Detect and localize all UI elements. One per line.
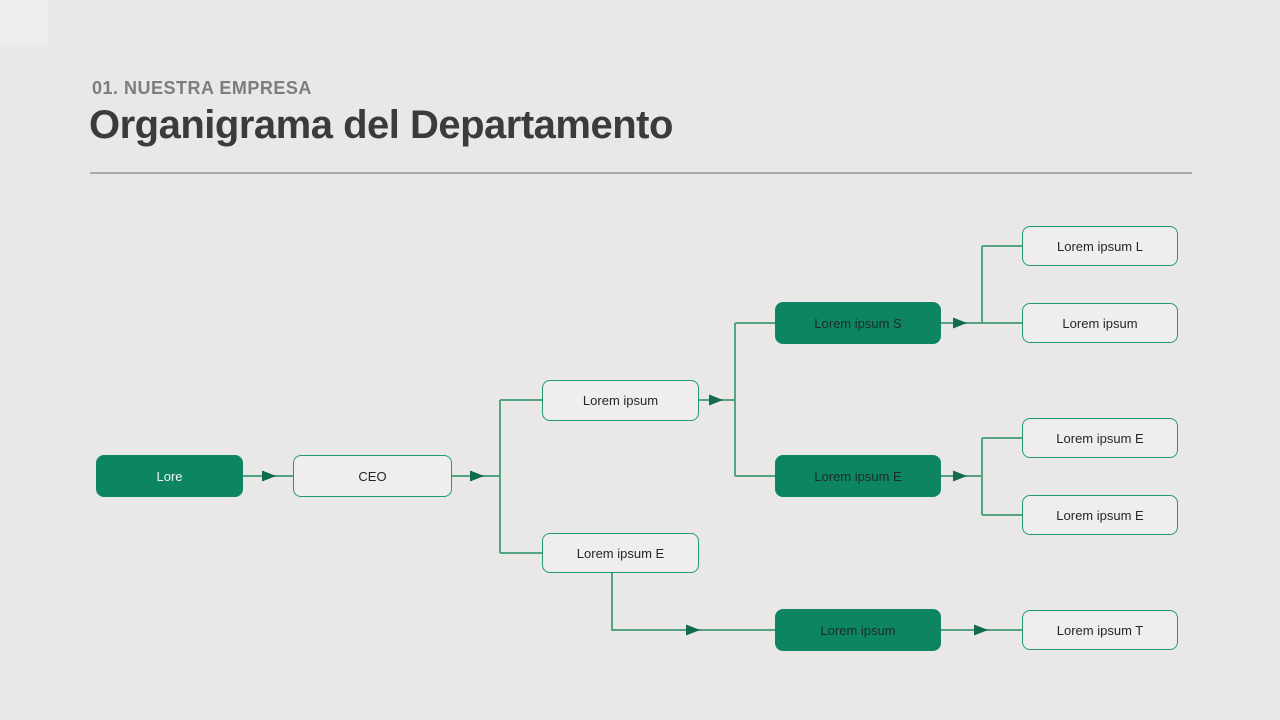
- org-node-leaf-e1: Lorem ipsum E: [1022, 418, 1178, 458]
- connector-arrow-icon: [470, 470, 484, 482]
- org-node-dept-e: Lorem ipsum E: [775, 455, 941, 497]
- org-node-leaf-plain: Lorem ipsum: [1022, 303, 1178, 343]
- org-node-label: CEO: [358, 468, 387, 484]
- org-node-label: Lorem ipsum E: [576, 545, 665, 561]
- org-node-ceo: CEO: [293, 455, 452, 497]
- org-node-label: Lorem ipsum: [820, 622, 896, 638]
- connector-arrow-icon: [686, 624, 700, 636]
- org-node-leaf-e2: Lorem ipsum E: [1022, 495, 1178, 535]
- org-node-dept-s: Lorem ipsum S: [775, 302, 941, 344]
- org-node-label: Lore: [156, 468, 183, 484]
- org-node-leaf-t: Lorem ipsum T: [1022, 610, 1178, 650]
- org-node-label: Lorem ipsum: [582, 393, 659, 408]
- slide-title: Organigrama del Departamento: [89, 103, 673, 147]
- section-label: 01. NUESTRA EMPRESA: [92, 78, 312, 98]
- corner-highlight: [0, 0, 48, 45]
- org-node-label: Lorem ipsum E: [1056, 507, 1144, 523]
- org-node-label: Lorem ipsum E: [1056, 430, 1144, 446]
- connector-arrow-icon: [262, 470, 276, 482]
- org-node-branch-a: Lorem ipsum: [542, 380, 699, 421]
- connector-arrow-icon: [953, 470, 967, 482]
- connector-arrow-icon: [709, 394, 723, 406]
- org-node-label: Lorem ipsum S: [814, 315, 902, 331]
- connector-arrow-icon: [974, 624, 988, 636]
- org-node-dept-bottom: Lorem ipsum: [775, 609, 941, 651]
- title-divider: [90, 172, 1192, 174]
- org-node-label: Lorem ipsum: [1062, 315, 1138, 331]
- org-node-branch-b: Lorem ipsum E: [542, 533, 699, 573]
- org-node-root: Lore: [96, 455, 243, 497]
- connector-line: [611, 573, 775, 631]
- org-node-label: Lorem ipsum L: [1057, 238, 1143, 254]
- org-node-label: Lorem ipsum T: [1056, 622, 1144, 638]
- org-node-label: Lorem ipsum E: [814, 468, 902, 484]
- org-node-leaf-l: Lorem ipsum L: [1022, 226, 1178, 266]
- connector-arrow-icon: [953, 317, 967, 329]
